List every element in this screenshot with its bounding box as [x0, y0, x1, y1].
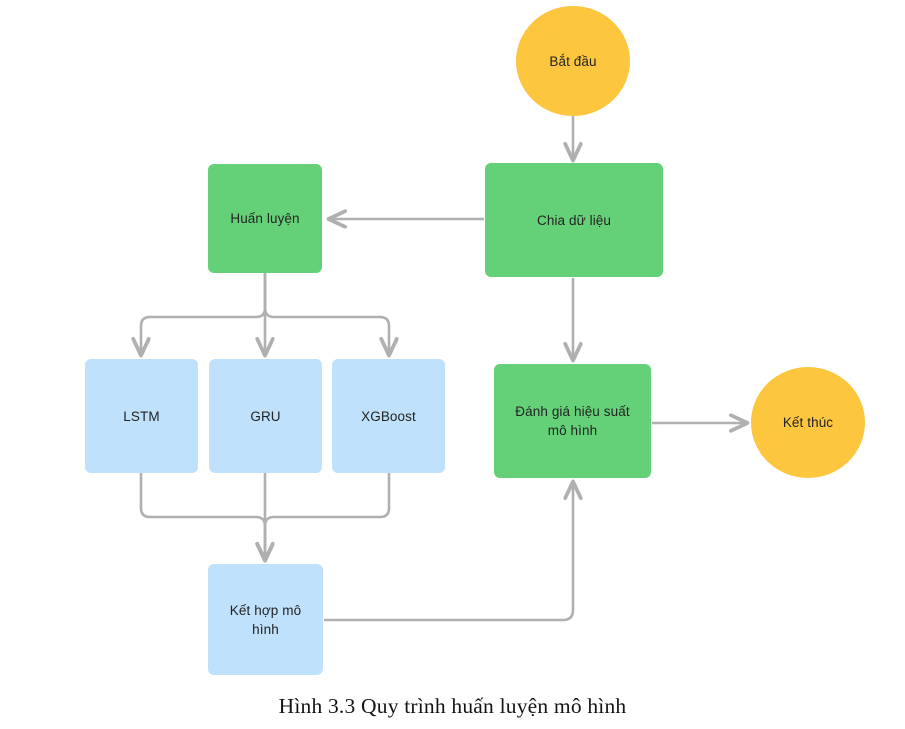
node-gru[interactable]: GRU: [209, 359, 322, 473]
node-end[interactable]: Kết thúc: [751, 367, 865, 478]
node-lstm[interactable]: LSTM: [85, 359, 198, 473]
node-split-data-label: Chia dữ liệu: [536, 212, 612, 228]
edge-lstm-to-ensemble: [139, 473, 265, 560]
edge-training-to-lstm: [141, 273, 267, 355]
node-xgboost-label: XGBoost: [361, 408, 416, 424]
node-evaluate-label: Đánh giá hiệu suất mô hình: [515, 404, 630, 438]
node-training[interactable]: Huấn luyện: [208, 164, 322, 273]
edge-xgboost-to-ensemble: [265, 473, 391, 560]
node-gru-label: GRU: [250, 408, 281, 424]
node-end-label: Kết thúc: [782, 415, 834, 430]
edge-ensemble-to-evaluate: [324, 482, 573, 622]
edge-training-to-xgboost: [263, 273, 389, 355]
node-xgboost[interactable]: XGBoost: [332, 359, 445, 473]
node-lstm-label: LSTM: [123, 408, 160, 424]
node-start-label: Bắt đầu: [549, 53, 597, 69]
figure-caption: Hình 3.3 Quy trình huấn luyện mô hình: [278, 694, 627, 718]
node-evaluate[interactable]: Đánh giá hiệu suất mô hình: [494, 364, 651, 478]
node-split-data[interactable]: Chia dữ liệu: [485, 163, 663, 277]
node-ensemble-label: Kết hợp mô hình: [229, 602, 302, 637]
node-ensemble[interactable]: Kết hợp mô hình: [208, 564, 323, 675]
node-start[interactable]: Bắt đầu: [516, 6, 630, 116]
node-training-label: Huấn luyện: [230, 211, 300, 226]
